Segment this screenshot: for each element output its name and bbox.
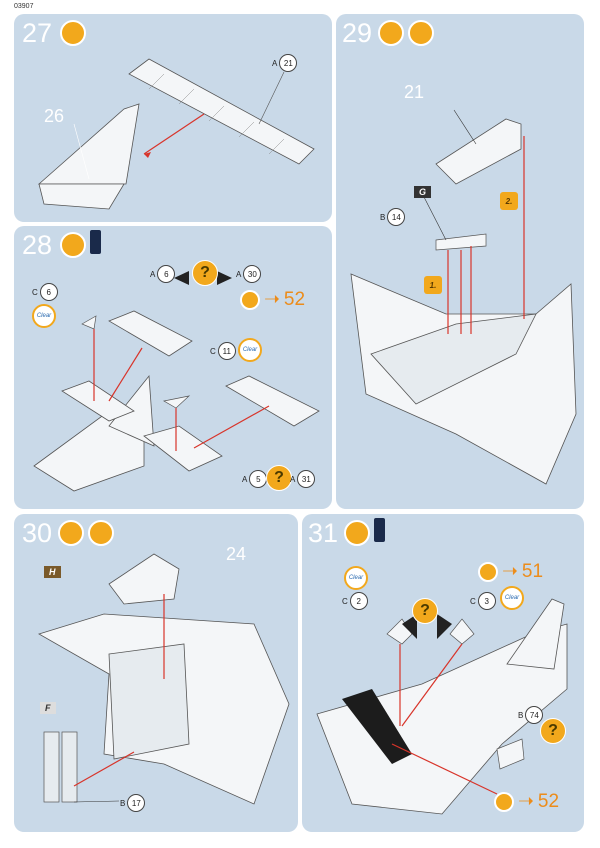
paint-bottle-icon (90, 230, 101, 254)
step-29-drawing (350, 109, 577, 485)
part-callout-a31: A 31 (290, 470, 316, 488)
callout-letter: B (380, 212, 386, 222)
option-question-icon: ? (540, 718, 566, 744)
callout-letter: A (150, 269, 156, 279)
part-label-24: 24 (226, 544, 247, 564)
step-number: 30 (22, 518, 53, 548)
arrow-right-icon: ➝ (502, 561, 518, 582)
arrow-right-icon: ➝ (518, 791, 534, 812)
step-27-panel: 27 26 A 21 (14, 14, 332, 222)
callout-number: 17 (127, 794, 146, 812)
callout-number: 31 (297, 470, 316, 488)
callout-letter: C (470, 596, 476, 606)
glue-icon (344, 520, 370, 546)
glue-icon (60, 232, 86, 258)
paint-flag-g: G (414, 186, 432, 198)
step-28-drawing (33, 271, 320, 492)
clear-glue-icon: Clear (238, 338, 262, 362)
part-label-21: 21 (404, 82, 425, 102)
step-number: 28 (22, 230, 53, 260)
callout-letter: A (290, 474, 296, 484)
sequence-marker-2: 2. (500, 192, 518, 210)
callout-letter: A (272, 58, 278, 68)
option-question-icon: ? (266, 465, 292, 491)
callout-letter: A (236, 269, 242, 279)
clear-glue-icon: Clear (344, 566, 368, 590)
option-question-icon: ? (192, 260, 218, 286)
page-ref-number: 52 (283, 288, 306, 310)
callout-number: 21 (279, 54, 298, 72)
callout-number: 6 (157, 265, 176, 283)
step-28-panel: 28 C 6 Clear A 6 ? A 30 ➝ 52 C 11 Cle (14, 226, 332, 509)
part-callout-b17: B 17 (120, 794, 146, 812)
clear-glue-icon: Clear (32, 304, 56, 328)
callout-number: 5 (249, 470, 268, 488)
callout-number: 14 (387, 208, 406, 226)
step-27-drawing (37, 58, 315, 210)
page-reference-51: ➝ 51 (478, 560, 543, 583)
page-ref-number: 52 (537, 790, 560, 812)
callout-number: 2 (349, 592, 368, 610)
part-label-26: 26 (44, 106, 65, 126)
paint-bottle-icon (374, 518, 385, 542)
glue-icon (378, 20, 404, 46)
step-number: 27 (22, 18, 53, 48)
callout-number: 30 (243, 265, 262, 283)
page-reference-52: ➝ 52 (240, 288, 305, 311)
page-reference-52: ➝ 52 (494, 790, 559, 813)
callout-letter: C (32, 287, 38, 297)
page-ref-number: 51 (521, 560, 544, 582)
option-question-icon: ? (412, 598, 438, 624)
part-callout-c3: C 3 (470, 592, 496, 610)
sequence-marker-1: 1. (424, 276, 442, 294)
callout-number: 3 (477, 592, 496, 610)
paint-brush-icon (88, 520, 114, 546)
refer-icon (478, 561, 498, 582)
step-30-drawing (37, 553, 290, 805)
callout-letter: C (210, 346, 216, 356)
step-31-panel: 31 Clear ➝ 51 C 2 ? C 3 Clear B 74 ? ➝ 5… (302, 514, 584, 832)
paint-flag-h: H (44, 566, 61, 578)
callout-letter: C (342, 596, 348, 606)
glue-icon (58, 520, 84, 546)
step-31-drawing (316, 598, 568, 815)
step-number: 31 (308, 518, 339, 548)
step-29-panel: 29 21 G B 14 2. 1. (336, 14, 584, 509)
part-callout-a6: A 6 (150, 265, 176, 283)
step-30-panel: 30 24 H F B 17 (14, 514, 298, 832)
callout-number: 6 (39, 283, 58, 301)
part-callout-c11: C 11 (210, 342, 236, 360)
paint-brush-icon (408, 20, 434, 46)
part-callout-a30: A 30 (236, 265, 262, 283)
document-code: 03907 (14, 3, 34, 10)
callout-letter: B (518, 710, 524, 720)
part-callout-c2: C 2 (342, 592, 368, 610)
part-callout-c6: C 6 (32, 283, 58, 301)
callout-number: 11 (217, 342, 236, 360)
glue-icon (60, 20, 86, 46)
part-callout-b74: B 74 (518, 706, 544, 724)
paint-flag-f: F (40, 702, 56, 714)
part-callout-a21: A 21 (272, 54, 298, 72)
step-number: 29 (342, 18, 373, 48)
arrow-right-icon: ➝ (264, 289, 280, 310)
part-callout-a5: A 5 (242, 470, 268, 488)
part-callout-b14: B 14 (380, 208, 406, 226)
callout-number: 74 (525, 706, 544, 724)
refer-icon (240, 289, 260, 310)
callout-letter: A (242, 474, 248, 484)
refer-icon (494, 791, 514, 812)
clear-glue-icon: Clear (500, 586, 524, 610)
callout-letter: B (120, 798, 126, 808)
